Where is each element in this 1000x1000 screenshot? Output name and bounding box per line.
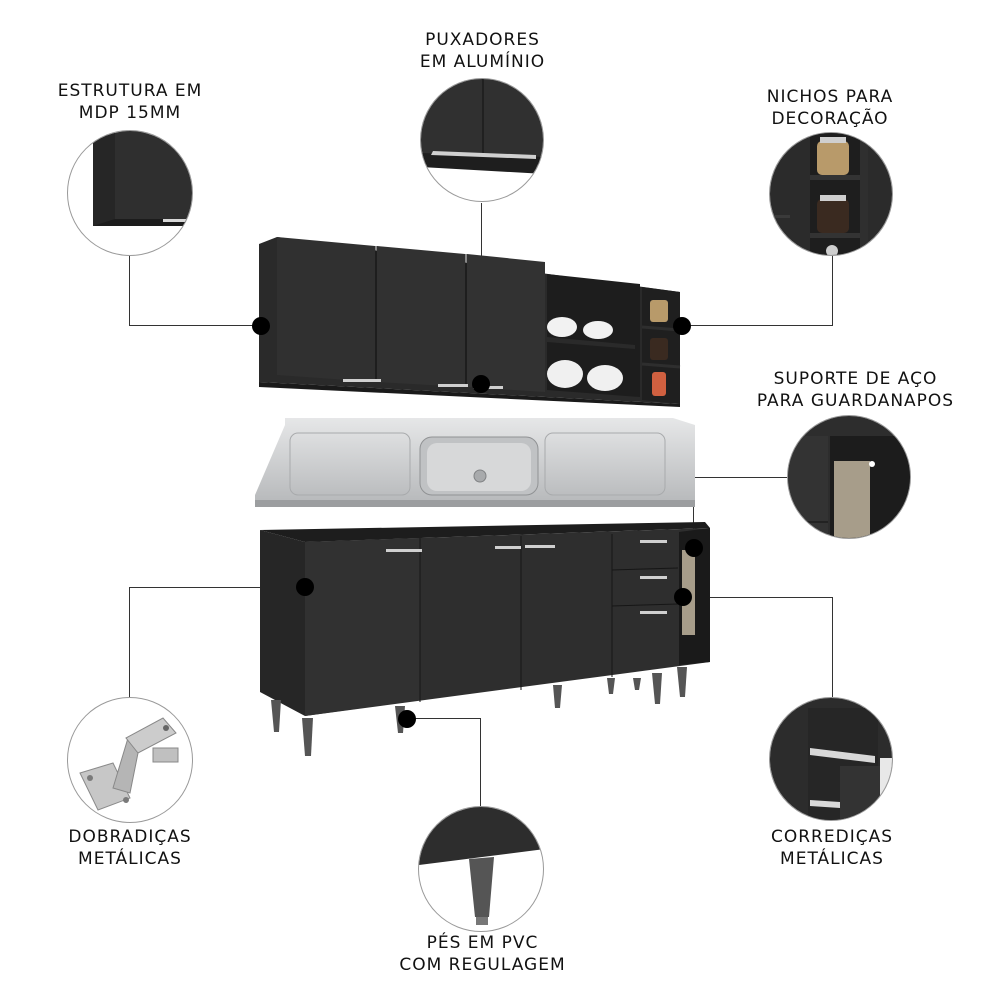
detail-estrutura (67, 130, 193, 256)
label-corredicas: CORREDIÇAS METÁLICAS (757, 826, 907, 870)
label-puxadores: PUXADORES EM ALUMÍNIO (400, 29, 565, 73)
label-pes-line1: PÉS EM PVC (426, 933, 539, 953)
metal-hinge-icon (79, 717, 179, 811)
label-puxadores-line2: EM ALUMÍNIO (419, 52, 546, 72)
connector-corredicas-h (682, 597, 832, 598)
detail-nichos (769, 132, 893, 256)
label-nichos-line2: DECORAÇÃO (771, 109, 889, 129)
label-suporte-line1: SUPORTE DE AÇO (773, 369, 938, 389)
pvc-foot-icon (419, 807, 543, 925)
aluminum-handle-icon (421, 79, 543, 174)
label-estrutura-line2: MDP 15MM (78, 103, 182, 123)
connector-pes-h (405, 718, 481, 719)
connector-suporte-v (693, 477, 694, 547)
callout-dot-dobradicas[interactable] (296, 578, 314, 596)
label-dobradicas-line2: METÁLICAS (78, 849, 182, 869)
callout-dot-puxadores[interactable] (472, 375, 490, 393)
connector-nichos-v (832, 255, 833, 326)
connector-dobradicas-h (129, 587, 304, 588)
connector-suporte-h (693, 477, 788, 478)
label-nichos: NICHOS PARA DECORAÇÃO (755, 86, 905, 130)
label-dobradicas-line1: DOBRADIÇAS (68, 827, 192, 847)
connector-nichos-h (682, 325, 833, 326)
callout-dot-estrutura[interactable] (252, 317, 270, 335)
metal-drawer-slide-icon (770, 698, 892, 820)
connector-corredicas-v (832, 597, 833, 697)
callout-dot-nichos[interactable] (673, 317, 691, 335)
connector-dobradicas-v (129, 587, 130, 697)
label-nichos-line1: NICHOS PARA (766, 87, 894, 107)
cabinet-corner-icon (93, 131, 192, 226)
detail-pes (418, 806, 544, 932)
callout-dot-suporte[interactable] (685, 539, 703, 557)
connector-pes-v (480, 718, 481, 808)
connector-estrutura-v (129, 255, 130, 326)
decor-niche-icon (770, 133, 892, 255)
callout-dot-pes[interactable] (398, 710, 416, 728)
detail-suporte (787, 415, 911, 539)
label-suporte: SUPORTE DE AÇO PARA GUARDANAPOS (748, 368, 963, 412)
detail-puxadores (420, 78, 544, 202)
label-corredicas-line2: METÁLICAS (780, 849, 884, 869)
lower-cabinet (260, 522, 710, 756)
callout-dot-corredicas[interactable] (674, 588, 692, 606)
stainless-sink-countertop (255, 418, 695, 507)
connector-estrutura-h (129, 325, 261, 326)
label-pes-line2: COM REGULAGEM (399, 955, 566, 975)
upper-cabinet (259, 237, 681, 407)
napkin-holder-icon (788, 416, 910, 538)
label-corredicas-line1: CORREDIÇAS (770, 827, 893, 847)
label-dobradicas: DOBRADIÇAS METÁLICAS (55, 826, 205, 870)
detail-corredicas (769, 697, 893, 821)
label-suporte-line2: PARA GUARDANAPOS (756, 391, 955, 411)
label-estrutura: ESTRUTURA EM MDP 15MM (55, 80, 205, 124)
label-puxadores-line1: PUXADORES (425, 30, 540, 50)
label-pes: PÉS EM PVC COM REGULAGEM (385, 932, 580, 976)
label-estrutura-line1: ESTRUTURA EM (57, 81, 203, 101)
detail-dobradicas (67, 697, 193, 823)
